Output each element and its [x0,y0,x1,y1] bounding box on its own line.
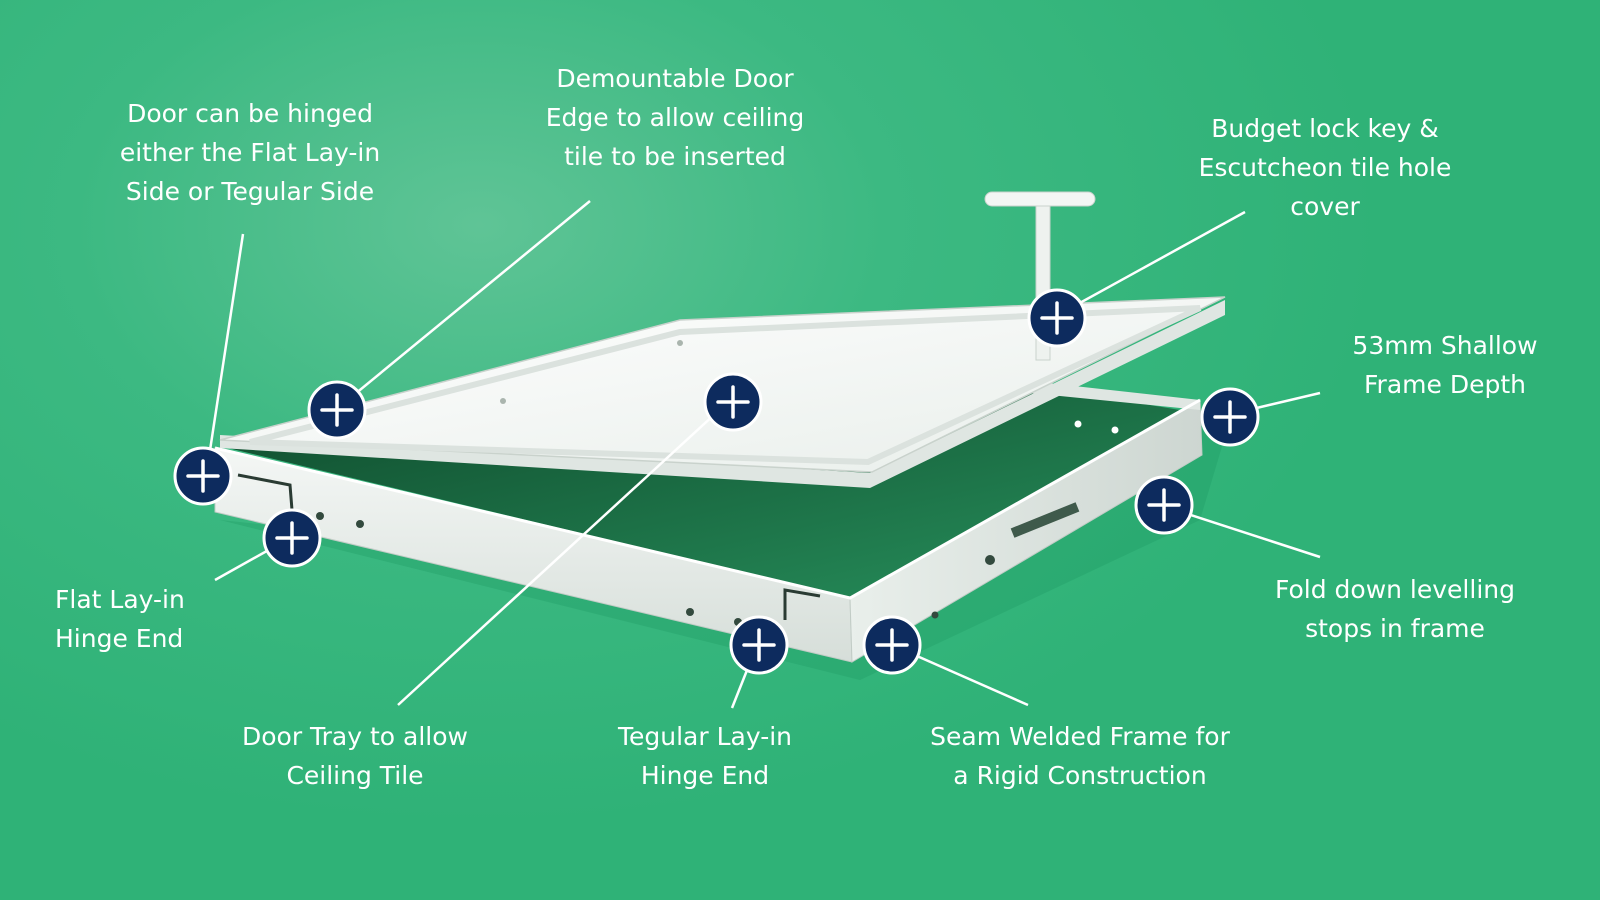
hotspot-door-hinged[interactable] [173,446,233,506]
leader-door-tray [397,401,729,706]
plus-icon [186,459,220,493]
hotspot-flat-hinge[interactable] [262,508,322,568]
callout-text-line: Flat Lay-in [55,585,185,614]
plus-icon [742,628,776,662]
plus-icon [1147,488,1181,522]
callout-text-line: Frame Depth [1364,370,1526,399]
callout-budget-lock: Budget lock key & Escutcheon tile hole c… [1175,109,1475,226]
callout-text-line: 53mm Shallow [1352,331,1538,360]
callout-door-hinged: Door can be hinged either the Flat Lay-i… [100,94,400,211]
callout-text-line: Door Tray to allow [241,722,468,751]
hotspot-door-tray[interactable] [703,372,763,432]
hotspot-budget-lock[interactable] [1027,288,1087,348]
callout-text-line: Side or Tegular Side [125,177,375,206]
plus-icon [875,628,909,662]
callout-door-tray: Door Tray to allow Ceiling Tile [215,717,495,795]
callout-text-line: either the Flat Lay-in [119,138,381,167]
callout-text-line: Seam Welded Frame for [930,722,1230,751]
callout-text-line: Edge to allow ceiling [545,103,805,132]
callout-flat-hinge: Flat Lay-in Hinge End [55,580,205,658]
callout-text-line: a Rigid Construction [953,761,1207,790]
callout-text-line: Hinge End [55,624,184,653]
callout-text-line: Escutcheon tile hole [1198,153,1452,182]
leader-door-hinged [205,233,245,471]
callout-text-line: Budget lock key & [1211,114,1439,143]
plus-icon [716,385,750,419]
leader-budget-lock [1057,210,1246,317]
hotspot-shallow-frame[interactable] [1200,387,1260,447]
callout-text-line: Door can be hinged [127,99,373,128]
callout-text-line: tile to be inserted [564,142,786,171]
leader-demountable-edge [337,200,591,409]
plus-icon [320,393,354,427]
callout-seam-welded: Seam Welded Frame for a Rigid Constructi… [920,717,1240,795]
hotspot-tegular-hinge[interactable] [729,615,789,675]
leader-lines [205,200,1321,709]
callout-text-line: Ceiling Tile [286,761,424,790]
callout-text-line: Fold down levelling [1274,575,1515,604]
hotspot-levelling-stops[interactable] [1134,475,1194,535]
callout-shallow-frame: 53mm Shallow Frame Depth [1320,326,1570,404]
callout-text-line: Hinge End [640,761,770,790]
callout-demountable-edge: Demountable Door Edge to allow ceiling t… [525,59,825,176]
callout-text-line: Tegular Lay-in [617,722,793,751]
callout-text-line: stops in frame [1305,614,1485,643]
callout-text-line: cover [1290,192,1360,221]
plus-icon [1040,301,1074,335]
callout-text-line: Demountable Door [556,64,794,93]
plus-icon [275,521,309,555]
hotspots [173,288,1260,675]
callout-levelling-stops: Fold down levelling stops in frame [1250,570,1540,648]
plus-icon [1213,400,1247,434]
callout-tegular-hinge: Tegular Lay-in Hinge End [585,717,825,795]
hotspot-seam-welded[interactable] [862,615,922,675]
hotspot-demountable-edge[interactable] [307,380,367,440]
